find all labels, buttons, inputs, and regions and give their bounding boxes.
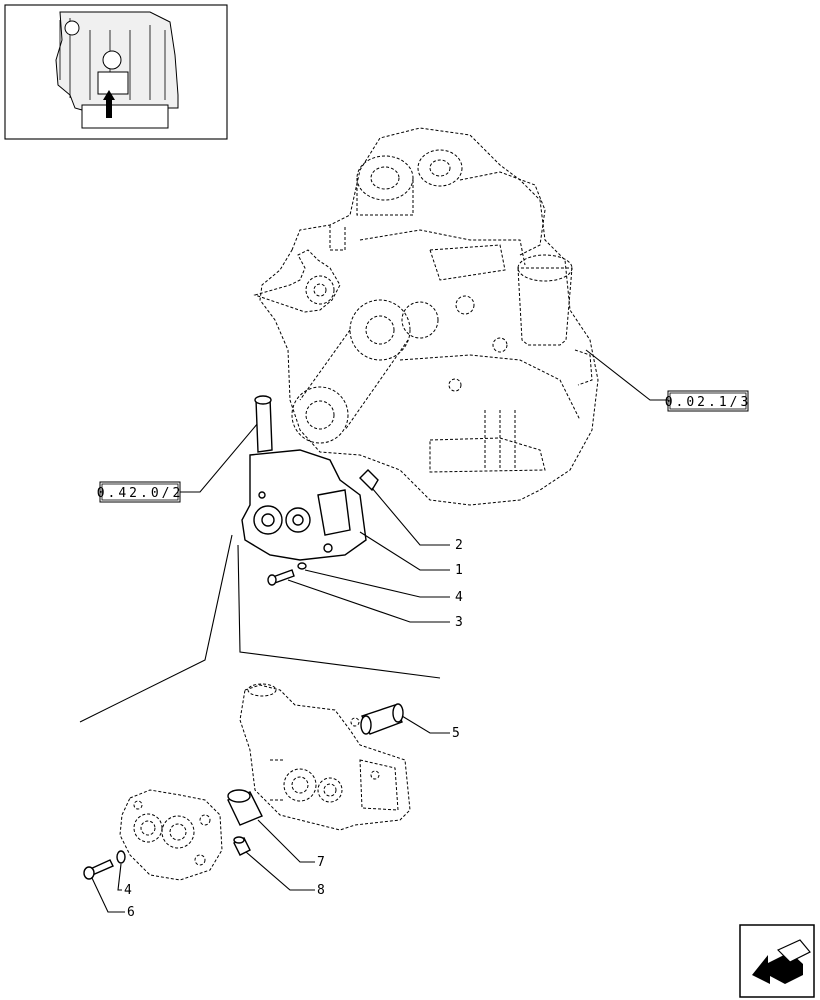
leader-7 — [257, 819, 315, 863]
callout-1: 1 — [455, 563, 463, 578]
leader-2 — [371, 487, 450, 546]
callout-2: 2 — [455, 538, 463, 553]
part-pipe-5[interactable] — [360, 703, 404, 735]
leader-3 — [287, 579, 450, 623]
part-pin-8[interactable] — [233, 836, 251, 856]
part-bolt-6[interactable] — [83, 859, 114, 880]
part-bolt-3[interactable] — [267, 569, 295, 586]
leader-4b — [117, 863, 122, 891]
part-washer-4[interactable] — [297, 562, 307, 570]
explode-line-right — [237, 544, 441, 679]
pump-cover-exploded — [119, 789, 223, 881]
ref-label-right: 0.02.1/3 — [665, 395, 752, 410]
leader-5 — [401, 715, 450, 734]
callout-3: 3 — [455, 615, 463, 630]
pump-body-exploded — [239, 683, 411, 831]
oil-pump-assembly — [241, 395, 367, 561]
locator-arrow-icon — [103, 90, 115, 118]
next-page-arrow-icon[interactable] — [739, 924, 815, 998]
explode-line-left — [79, 534, 233, 723]
ref-box-left[interactable]: 0.42.0/2 — [97, 422, 259, 503]
callout-8: 8 — [317, 883, 325, 898]
leader-8 — [245, 851, 315, 891]
callout-4b: 4 — [124, 883, 132, 898]
part-washer-4b[interactable] — [116, 850, 126, 864]
callout-4a: 4 — [455, 590, 463, 605]
callout-7: 7 — [317, 855, 325, 870]
part-bushing-7[interactable] — [227, 789, 263, 826]
callout-6: 6 — [127, 905, 135, 920]
engine-locator-thumbnail[interactable] — [4, 4, 228, 140]
ref-label-left: 0.42.0/2 — [97, 486, 184, 501]
engine-dashed-outline — [253, 127, 599, 506]
leader-6 — [91, 877, 125, 913]
part-ring-2[interactable] — [359, 469, 379, 492]
leader-4a — [304, 569, 450, 598]
ref-box-right[interactable]: 0.02.1/3 — [585, 349, 752, 412]
callout-5: 5 — [452, 726, 460, 741]
leader-1 — [359, 531, 450, 571]
